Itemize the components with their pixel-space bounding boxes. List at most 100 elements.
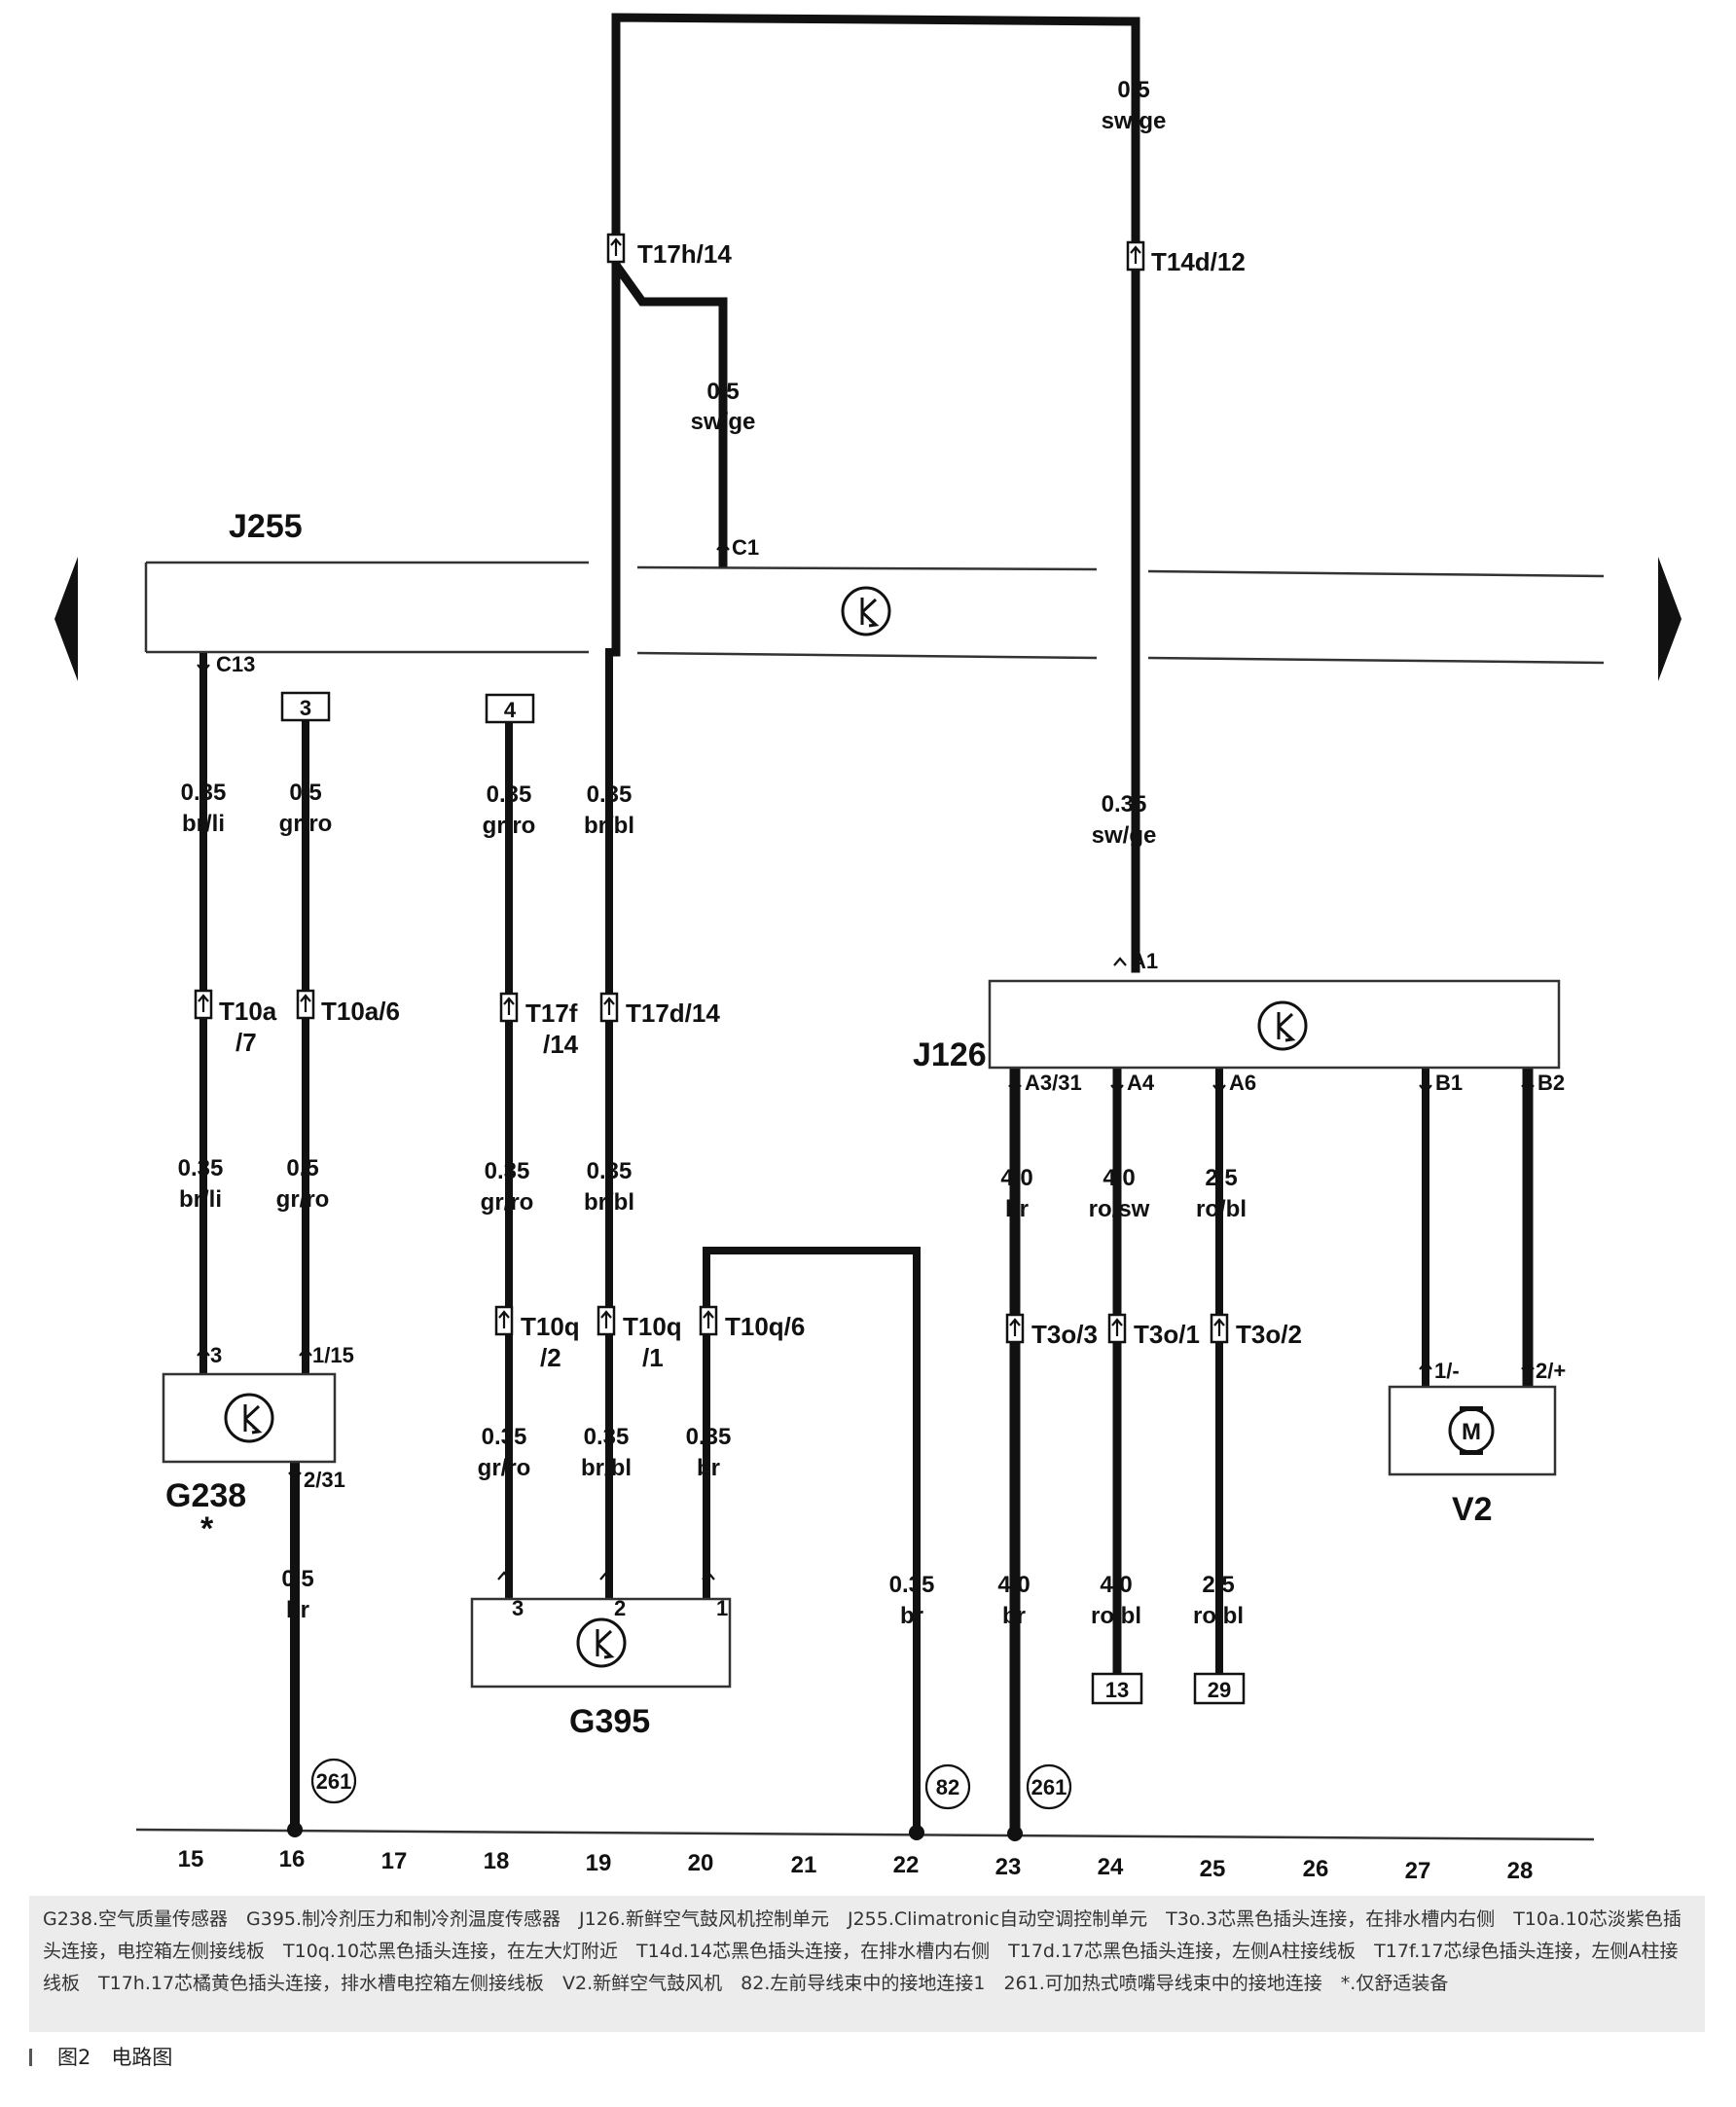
svg-text:4.0: 4.0 xyxy=(1103,1165,1135,1191)
sensor-icon xyxy=(224,1393,274,1443)
circuit-diagram: J255 J126 G238 * G395 M V2 xyxy=(54,13,1682,1884)
pin-b1: B1 xyxy=(1435,1071,1463,1095)
right-arrow-icon xyxy=(1658,557,1682,681)
svg-text:ro/sw: ro/sw xyxy=(1089,1196,1150,1222)
svg-text:0.5: 0.5 xyxy=(706,379,739,405)
svg-text:0.5: 0.5 xyxy=(289,780,321,806)
j255-label: J255 xyxy=(229,508,303,545)
svg-text:br: br xyxy=(286,1597,309,1623)
t17f-label: T17f xyxy=(525,999,578,1028)
svg-text:4.0: 4.0 xyxy=(997,1572,1030,1598)
svg-text:18: 18 xyxy=(484,1848,510,1874)
pin-labels: C1 C13 A1 A3/31 A4 A6 B1 B2 3 1/15 2/31 … xyxy=(210,535,1566,1620)
t10q2-label: T10q xyxy=(521,1312,580,1341)
j255-bar xyxy=(144,561,1605,665)
svg-text:0.35: 0.35 xyxy=(181,780,227,806)
reference-boxes xyxy=(280,691,1246,1705)
svg-text:4.0: 4.0 xyxy=(1000,1165,1032,1191)
sensor-icon xyxy=(576,1617,627,1668)
svg-text:21: 21 xyxy=(791,1852,817,1878)
left-arrow-icon xyxy=(54,557,78,681)
svg-text:20: 20 xyxy=(688,1850,714,1876)
wire-labels: 0.5 sw/ge 0.5 sw/ge 0.35 br/li 0.5 gr/ro… xyxy=(178,77,1247,1629)
t17d-label: T17d/14 xyxy=(626,999,720,1028)
t3o3-label: T3o/3 xyxy=(1031,1320,1098,1349)
svg-text:0.5: 0.5 xyxy=(286,1155,318,1181)
svg-text:0.35: 0.35 xyxy=(485,1158,530,1184)
figure-caption: 图2 电路图 xyxy=(57,2046,173,2069)
svg-text:19: 19 xyxy=(586,1850,612,1876)
legend: G238.空气质量传感器 G395.制冷剂压力和制冷剂温度传感器 J126.新鲜… xyxy=(29,1896,1705,2032)
ref-box-3: 3 xyxy=(300,696,311,720)
svg-text:0.35: 0.35 xyxy=(178,1155,224,1181)
ground-261-a: 261 xyxy=(316,1769,352,1794)
connector-labels: T17h/14 T14d/12 T10a /7 T10a/6 T17f /14 … xyxy=(219,239,1302,1372)
t10q1-label: T10q xyxy=(623,1312,682,1341)
control-unit-icon xyxy=(841,586,891,636)
svg-text:0.35: 0.35 xyxy=(686,1424,732,1450)
pin-g238-3: 3 xyxy=(210,1343,222,1367)
pin-g395-3: 3 xyxy=(512,1596,524,1620)
g238-label: G238 xyxy=(165,1477,246,1514)
g395-label: G395 xyxy=(569,1703,650,1740)
svg-text:22: 22 xyxy=(893,1852,920,1878)
svg-text:br: br xyxy=(697,1455,720,1481)
pin-a3: A3/31 xyxy=(1025,1071,1082,1095)
svg-text:sw/ge: sw/ge xyxy=(1102,108,1167,134)
figure-caption-block: 图2 电路图 xyxy=(29,2042,172,2071)
svg-text:br/bl: br/bl xyxy=(581,1455,632,1481)
svg-text:0.35: 0.35 xyxy=(1102,791,1147,817)
svg-text:ro/bl: ro/bl xyxy=(1193,1603,1244,1629)
svg-text:23: 23 xyxy=(995,1854,1022,1880)
pin-a4: A4 xyxy=(1127,1071,1155,1095)
ground-circles xyxy=(310,1758,1072,1810)
svg-text:0.5: 0.5 xyxy=(1117,77,1149,103)
svg-text:br/bl: br/bl xyxy=(584,813,634,839)
svg-text:28: 28 xyxy=(1507,1858,1534,1884)
pin-g238-115: 1/15 xyxy=(312,1343,354,1367)
pin-g238-231: 2/31 xyxy=(304,1468,345,1492)
t3o2-label: T3o/2 xyxy=(1236,1320,1302,1349)
svg-text:gr/ro: gr/ro xyxy=(481,1189,534,1216)
svg-text:0.35: 0.35 xyxy=(889,1572,935,1598)
svg-text:27: 27 xyxy=(1405,1858,1431,1884)
svg-text:br/li: br/li xyxy=(182,811,225,837)
svg-text:0.35: 0.35 xyxy=(482,1424,527,1450)
svg-text:2.5: 2.5 xyxy=(1202,1572,1234,1598)
svg-text:br: br xyxy=(1005,1196,1029,1222)
t3o1-label: T3o/1 xyxy=(1134,1320,1200,1349)
t17f-label-sub: /14 xyxy=(543,1030,579,1059)
svg-text:sw/ge: sw/ge xyxy=(1092,822,1157,849)
svg-text:sw/ge: sw/ge xyxy=(691,409,756,435)
svg-text:0.5: 0.5 xyxy=(281,1566,313,1592)
ground-261-b: 261 xyxy=(1031,1775,1067,1799)
ref-box-29: 29 xyxy=(1208,1678,1231,1702)
svg-text:gr/ro: gr/ro xyxy=(279,811,333,837)
pin-a6: A6 xyxy=(1229,1071,1256,1095)
ref-box-13: 13 xyxy=(1105,1678,1129,1702)
svg-text:4.0: 4.0 xyxy=(1100,1572,1132,1598)
ground-82: 82 xyxy=(936,1775,959,1799)
svg-text:26: 26 xyxy=(1303,1856,1329,1882)
svg-text:0.35: 0.35 xyxy=(587,781,633,808)
svg-text:br/bl: br/bl xyxy=(584,1189,634,1216)
t14d-label: T14d/12 xyxy=(1151,247,1246,276)
t10q1-label-sub: /1 xyxy=(642,1343,664,1372)
t17h-label: T17h/14 xyxy=(637,239,732,269)
svg-text:24: 24 xyxy=(1098,1854,1124,1880)
t10a7-label: T10a xyxy=(219,997,277,1026)
ref-box-4: 4 xyxy=(504,698,517,722)
svg-text:br/li: br/li xyxy=(179,1186,222,1213)
g238-note: * xyxy=(200,1510,214,1547)
t10q2-label-sub: /2 xyxy=(540,1343,561,1372)
svg-text:0.35: 0.35 xyxy=(487,781,532,808)
svg-text:M: M xyxy=(1462,1419,1481,1445)
svg-text:16: 16 xyxy=(279,1846,306,1872)
svg-text:gr/ro: gr/ro xyxy=(483,813,536,839)
column-numbers: 15 16 17 18 19 20 21 22 23 24 25 26 27 2… xyxy=(178,1846,1534,1884)
svg-text:0.35: 0.35 xyxy=(584,1424,630,1450)
svg-text:br: br xyxy=(900,1603,923,1629)
ground-line xyxy=(135,1828,1595,1841)
t10a6-label: T10a/6 xyxy=(321,997,400,1026)
j126-label: J126 xyxy=(913,1036,987,1073)
